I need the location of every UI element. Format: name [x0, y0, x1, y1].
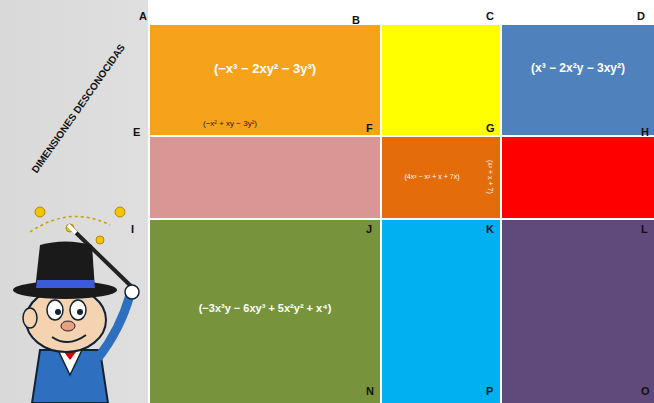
blue-cell: (x³ − 2x²y − 3xy²)	[502, 25, 654, 135]
grid-ground	[148, 0, 654, 403]
cyan-cell	[382, 220, 500, 403]
orange-cell: (−x³ − 2xy² − 3y³) (−x² + xy − 3y²)	[150, 25, 380, 135]
corner-letter: H	[641, 126, 649, 138]
corner-letter: K	[486, 223, 494, 235]
corner-letter: L	[641, 223, 648, 235]
corner-letter: D	[637, 10, 645, 22]
corner-letter: F	[366, 122, 373, 134]
sub-expression-text: (−x² + xy − 3y²)	[203, 120, 257, 129]
expression-text: (−3x³y − 6xy³ + 5x²y² + x⁴)	[199, 302, 332, 314]
expression-text: (x³ − 2x²y − 3xy²)	[531, 62, 625, 75]
corner-letter: P	[486, 385, 493, 397]
yellow-cell	[382, 25, 500, 135]
purple-cell	[502, 220, 654, 403]
corner-letter: E	[133, 126, 140, 138]
corner-letter: N	[366, 385, 374, 397]
corner-letter: G	[486, 122, 495, 134]
corner-letter: B	[352, 14, 360, 26]
corner-letter: J	[366, 223, 372, 235]
sub-expression-text: (x² + x + 7)	[486, 160, 494, 194]
green-cell: (−3x³y − 6xy³ + 5x²y² + x⁴)	[150, 220, 380, 403]
expression-text: (−x³ − 2xy² − 3y³)	[214, 62, 316, 76]
corner-letter: C	[486, 10, 494, 22]
red-cell	[502, 137, 654, 218]
dark-orange-cell: (4x³ − x² + x + 7x) (x² + x + 7)	[382, 137, 500, 218]
pink-cell	[150, 137, 380, 218]
magician-figure	[13, 207, 139, 403]
corner-letter: I	[131, 223, 134, 235]
corner-letter: O	[641, 385, 650, 397]
expression-text: (4x³ − x² + x + 7x)	[404, 173, 459, 181]
corner-letter: A	[139, 10, 147, 22]
